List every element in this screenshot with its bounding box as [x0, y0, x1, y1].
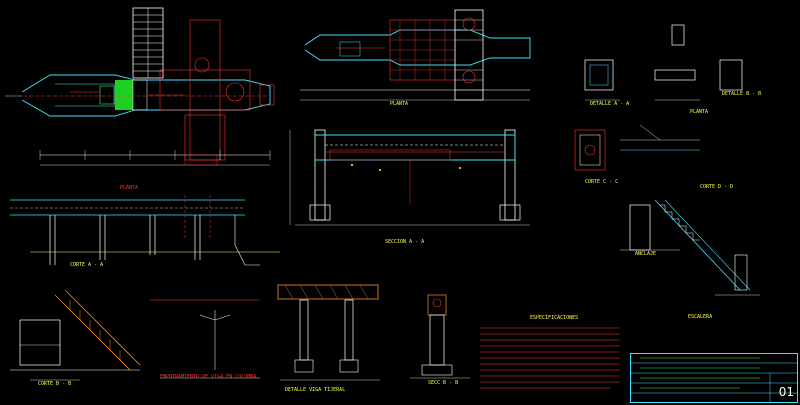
- viga-tijera: [277, 284, 380, 381]
- label-detalle-4: CORTE C - C: [585, 179, 619, 185]
- details-top-right: [574, 24, 743, 171]
- label-seccion-b-b: SECC B - B: [428, 380, 459, 386]
- title-block: 01: [630, 353, 798, 403]
- label-empotramiento: EMPOTRAMIENTO DE VIGA EN COLUMNA: [160, 374, 257, 380]
- label-especificaciones: ESPECIFICACIONES: [530, 315, 579, 321]
- label-seccion-a-a: SECCION A - A: [385, 239, 425, 245]
- plan-top-left: [5, 7, 275, 166]
- title-block-text-lines: [640, 357, 760, 389]
- label-viga-tijera: DETALLE VIGA TIJERAL: [285, 387, 346, 393]
- label-detalle-2: DETALLE B - B: [722, 91, 762, 97]
- label-plan-top: PLANTA: [390, 101, 409, 107]
- especificaciones-block: [480, 327, 620, 389]
- title-block-lines: [630, 362, 798, 403]
- label-corte-b-b: CORTE B - B: [38, 381, 72, 387]
- label-detalle-5: CORTE D - D: [700, 184, 734, 190]
- label-corte-a-a: CORTE A - A: [70, 262, 104, 268]
- plan-top-center: [300, 9, 531, 101]
- section-a-a: [289, 129, 530, 226]
- label-detalle-3: PLANTA: [690, 109, 709, 115]
- sheet-number: 01: [778, 385, 794, 399]
- seccion-b-b: [410, 294, 470, 379]
- label-plan-mid: PLANTA: [120, 185, 139, 191]
- label-anclaje: ANCLAJE: [635, 251, 657, 257]
- corte-a-a: [10, 195, 280, 266]
- escalera-right: [620, 199, 760, 296]
- escalera-bottom-left: [10, 289, 141, 381]
- label-escalera: ESCALERA: [688, 314, 713, 320]
- empotramiento: [150, 299, 260, 379]
- label-detalle-1: DETALLE A - A: [590, 101, 630, 107]
